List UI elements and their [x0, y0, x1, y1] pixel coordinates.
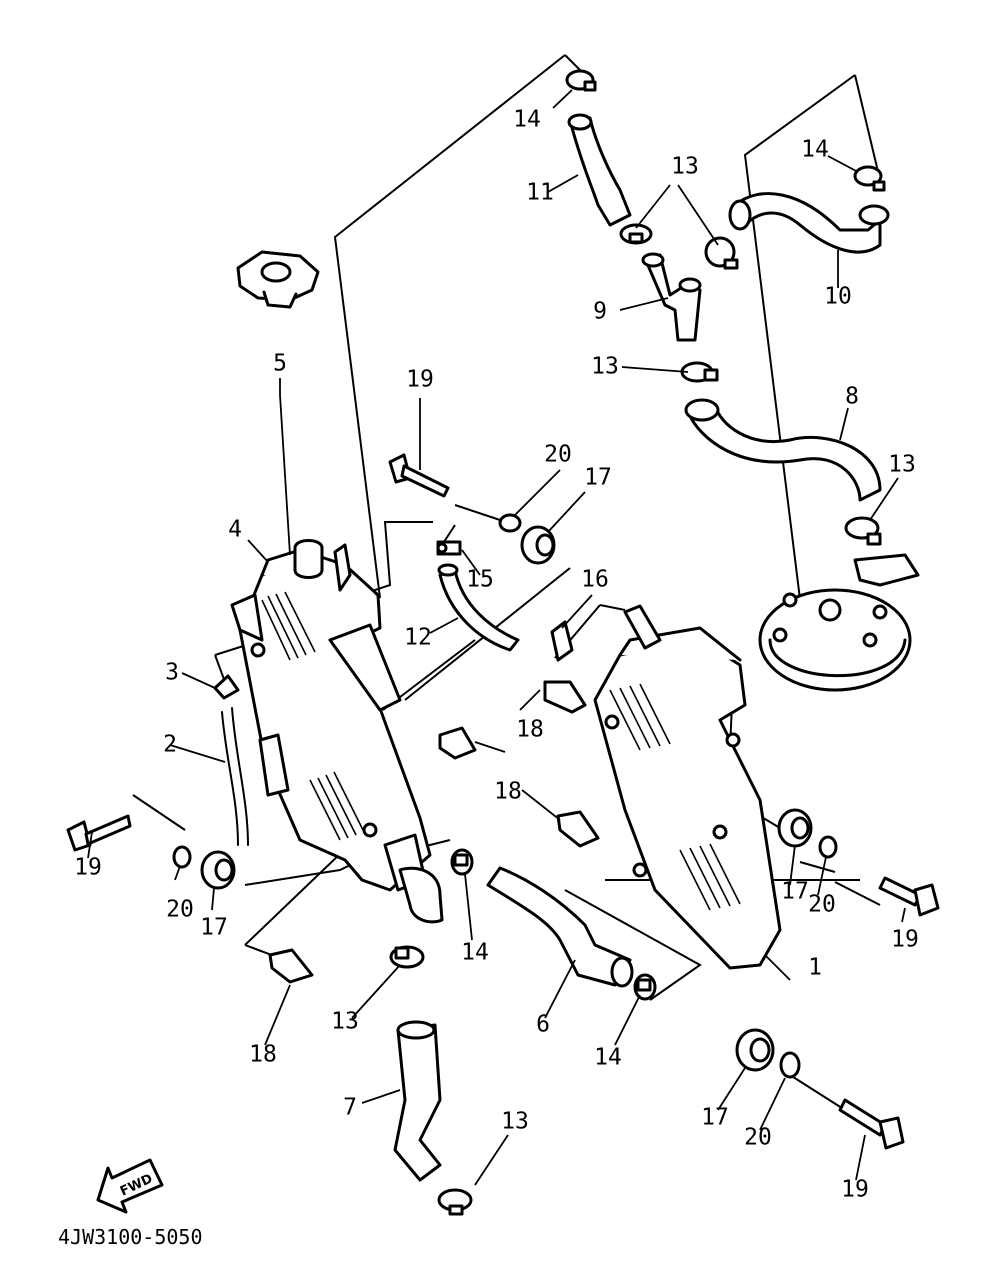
- callout-17-top: 17: [584, 465, 612, 491]
- breather-hose: [221, 707, 249, 846]
- hose-8: [684, 398, 882, 502]
- washer-20-top: [498, 513, 522, 533]
- callout-14-right: 14: [801, 137, 829, 163]
- callout-13-upper: 13: [671, 154, 699, 180]
- collar-18-top: [543, 680, 587, 714]
- clamp-13-bottom: [437, 1188, 473, 1216]
- hose-11: [567, 113, 632, 227]
- callout-20-right: 20: [808, 892, 836, 918]
- left-radiator: [230, 539, 444, 924]
- callout-8: 8: [845, 384, 859, 410]
- callout-1: 1: [808, 955, 822, 981]
- callout-14-mid: 14: [461, 940, 489, 966]
- callout-5: 5: [273, 351, 287, 377]
- bolt-19-top: [388, 453, 450, 498]
- callout-20-top: 20: [544, 442, 572, 468]
- hose-10: [728, 192, 890, 254]
- clamp-13-bottom-left: [389, 945, 425, 969]
- washer-20-right: [818, 835, 838, 859]
- clamp-14-mid: [450, 848, 474, 876]
- callout-19-top: 19: [406, 367, 434, 393]
- cylinder-head-outline: [758, 553, 920, 692]
- collar-18-left: [268, 948, 314, 984]
- washer-20-bottom: [779, 1051, 801, 1079]
- clamp-15: [436, 540, 462, 556]
- callout-4: 4: [228, 517, 242, 543]
- callout-9: 9: [593, 299, 607, 325]
- callout-11: 11: [526, 180, 554, 206]
- callout-18-mid: 18: [516, 717, 544, 743]
- pipe-9: [641, 252, 702, 342]
- hose-6: [486, 866, 634, 988]
- callout-13-lower-left: 13: [331, 1009, 359, 1035]
- radiator-cap: [236, 250, 320, 309]
- callout-19-right: 19: [891, 927, 919, 953]
- collar-18-right: [556, 810, 600, 848]
- clamp-14-top: [565, 69, 597, 92]
- callout-17-right: 17: [781, 879, 809, 905]
- bolt-19-bottom: [838, 1098, 905, 1150]
- clamp-13-head: [844, 516, 882, 546]
- forward-arrow-icon: FWD: [96, 1158, 164, 1214]
- clamp-14-right: [853, 165, 886, 192]
- callout-13-bottom: 13: [501, 1109, 529, 1135]
- callout-17-bottom: 17: [701, 1105, 729, 1131]
- callout-16: 16: [581, 567, 609, 593]
- callout-19-bottom: 19: [841, 1177, 869, 1203]
- callout-18-left: 18: [249, 1042, 277, 1068]
- hose-12: [437, 563, 520, 652]
- callout-17-left: 17: [200, 915, 228, 941]
- callout-20-left: 20: [166, 897, 194, 923]
- grommet-17-left: [200, 850, 236, 890]
- collars: [268, 680, 600, 984]
- callout-18-right: 18: [494, 779, 522, 805]
- bolt-19-left: [66, 814, 132, 852]
- callout-13-mid: 13: [591, 354, 619, 380]
- collar-18-mid: [438, 726, 477, 760]
- callout-7: 7: [343, 1095, 357, 1121]
- right-radiator: [593, 604, 782, 970]
- callout-14-low: 14: [594, 1045, 622, 1071]
- clamp-16: [550, 620, 574, 662]
- callout-6: 6: [536, 1012, 550, 1038]
- callout-3: 3: [165, 660, 179, 686]
- callout-2: 2: [163, 732, 177, 758]
- grommet-17-bottom: [735, 1028, 775, 1072]
- washer-20-left: [172, 845, 192, 869]
- grommet-17-right: [777, 808, 813, 848]
- leader-lines: [87, 89, 906, 1186]
- callout-labels: 1 2 3 4 5 6 7 8 9 10 11 12 13 13 13 13 1…: [74, 107, 919, 1203]
- grommets: [200, 525, 813, 1072]
- clamp-14-low: [633, 973, 657, 1001]
- callout-13-head: 13: [888, 452, 916, 478]
- bolt-19-right: [878, 876, 940, 917]
- hose-7: [393, 1020, 442, 1182]
- callout-12: 12: [404, 625, 432, 651]
- hose-clip: [213, 674, 240, 700]
- hose-clamps: [389, 69, 886, 1216]
- grommet-17-top: [520, 525, 556, 565]
- callout-14-top: 14: [513, 107, 541, 133]
- clamp-13-mid: [704, 236, 739, 270]
- callout-10: 10: [824, 284, 852, 310]
- callout-20-bottom: 20: [744, 1125, 772, 1151]
- clamp-13-upper: [619, 223, 653, 245]
- bolts: [66, 453, 940, 1150]
- diagram-code: 4JW3100-5050: [58, 1225, 203, 1249]
- callout-15: 15: [466, 567, 494, 593]
- washers: [172, 513, 838, 1079]
- callout-19-left: 19: [74, 855, 102, 881]
